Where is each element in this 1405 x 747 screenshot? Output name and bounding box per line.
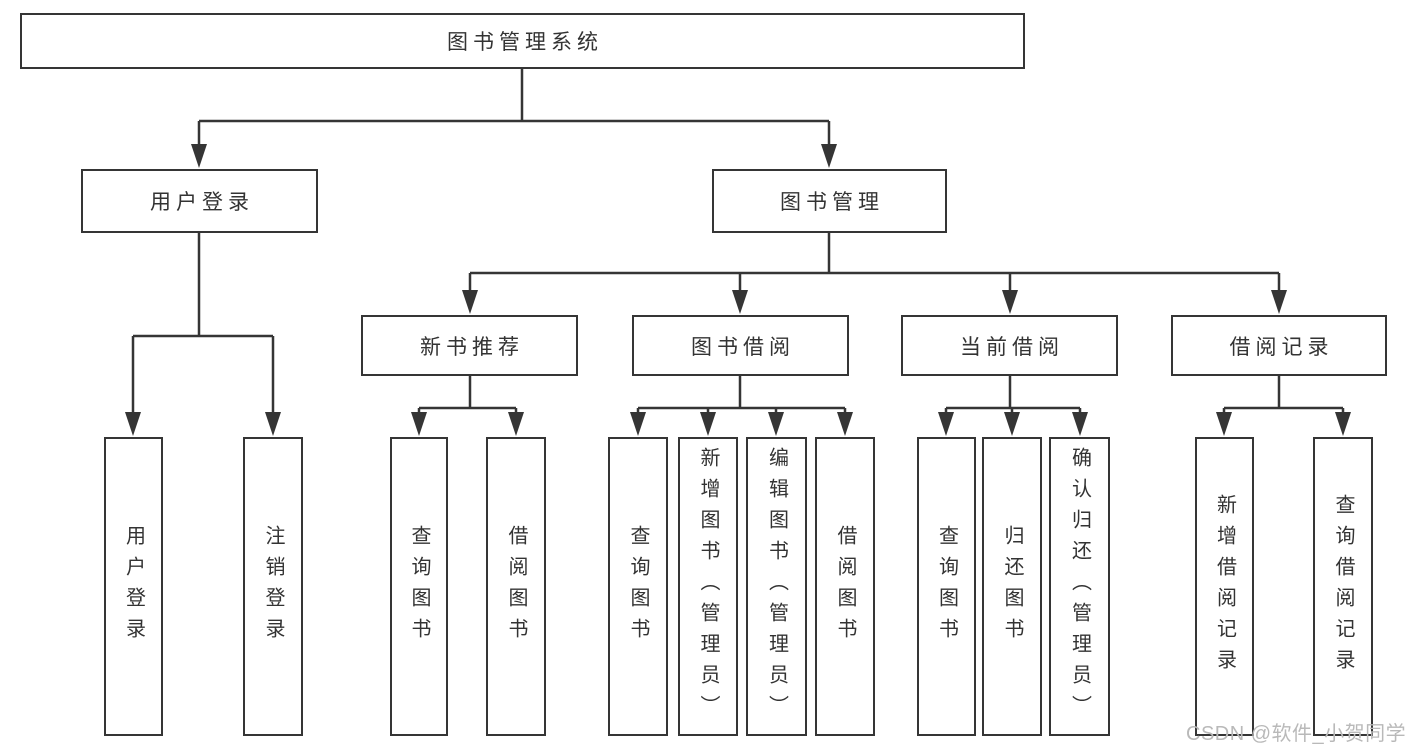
node-book-borrowing: 图书借阅 xyxy=(632,315,849,376)
node-leaf-edit-books-admin: 编辑图书（管理员） xyxy=(746,437,807,736)
node-label: 编辑图书（管理员） xyxy=(765,447,788,726)
node-leaf-query-borrow-record: 查询借阅记录 xyxy=(1313,437,1373,736)
node-label: 归还图书 xyxy=(1001,524,1023,649)
node-leaf-query-books-2: 查询图书 xyxy=(608,437,668,736)
arrowheads xyxy=(125,144,1351,436)
node-leaf-add-borrow-record: 新增借阅记录 xyxy=(1195,437,1254,736)
node-label: 新增图书（管理员） xyxy=(697,447,719,726)
csdn-watermark: CSDN @软件_小贺同学 xyxy=(1186,723,1405,745)
node-label: 新增借阅记录 xyxy=(1213,493,1236,680)
node-label: 新书推荐 xyxy=(420,335,524,359)
node-label: 查询借阅记录 xyxy=(1332,493,1354,680)
node-label: 注销登录 xyxy=(262,524,284,649)
node-leaf-add-books-admin: 新增图书（管理员） xyxy=(678,437,738,736)
node-leaf-return-books: 归还图书 xyxy=(982,437,1042,736)
node-new-book-recommend: 新书推荐 xyxy=(361,315,578,376)
node-leaf-query-books-1: 查询图书 xyxy=(390,437,448,736)
node-current-borrowing: 当前借阅 xyxy=(901,315,1118,376)
node-label: 查询图书 xyxy=(627,524,649,649)
node-leaf-logout: 注销登录 xyxy=(243,437,303,736)
node-user-login: 用户登录 xyxy=(81,169,318,233)
node-label: 借阅图书 xyxy=(505,524,527,649)
node-borrowing-records: 借阅记录 xyxy=(1171,315,1387,376)
node-leaf-query-books-3: 查询图书 xyxy=(917,437,976,736)
node-label: 图书管理 xyxy=(780,191,884,214)
node-leaf-user-login: 用户登录 xyxy=(104,437,163,736)
node-label: 借阅图书 xyxy=(834,524,856,649)
node-label: 查询图书 xyxy=(408,524,430,649)
node-label: 借阅记录 xyxy=(1229,335,1334,359)
node-library-management-system: 图书管理系统 xyxy=(20,13,1025,69)
node-label: 当前借阅 xyxy=(960,335,1064,359)
node-label: 确认归还（管理员） xyxy=(1068,447,1091,726)
node-label: 查询图书 xyxy=(935,524,958,649)
node-label: 用户登录 xyxy=(122,524,145,649)
node-label: 图书管理系统 xyxy=(447,31,603,54)
node-leaf-borrow-books-2: 借阅图书 xyxy=(815,437,875,736)
node-leaf-borrow-books-1: 借阅图书 xyxy=(486,437,546,736)
node-book-management: 图书管理 xyxy=(712,169,947,233)
node-label: 图书借阅 xyxy=(691,335,795,359)
node-label: 用户登录 xyxy=(150,191,254,214)
node-leaf-confirm-return-admin: 确认归还（管理员） xyxy=(1049,437,1110,736)
